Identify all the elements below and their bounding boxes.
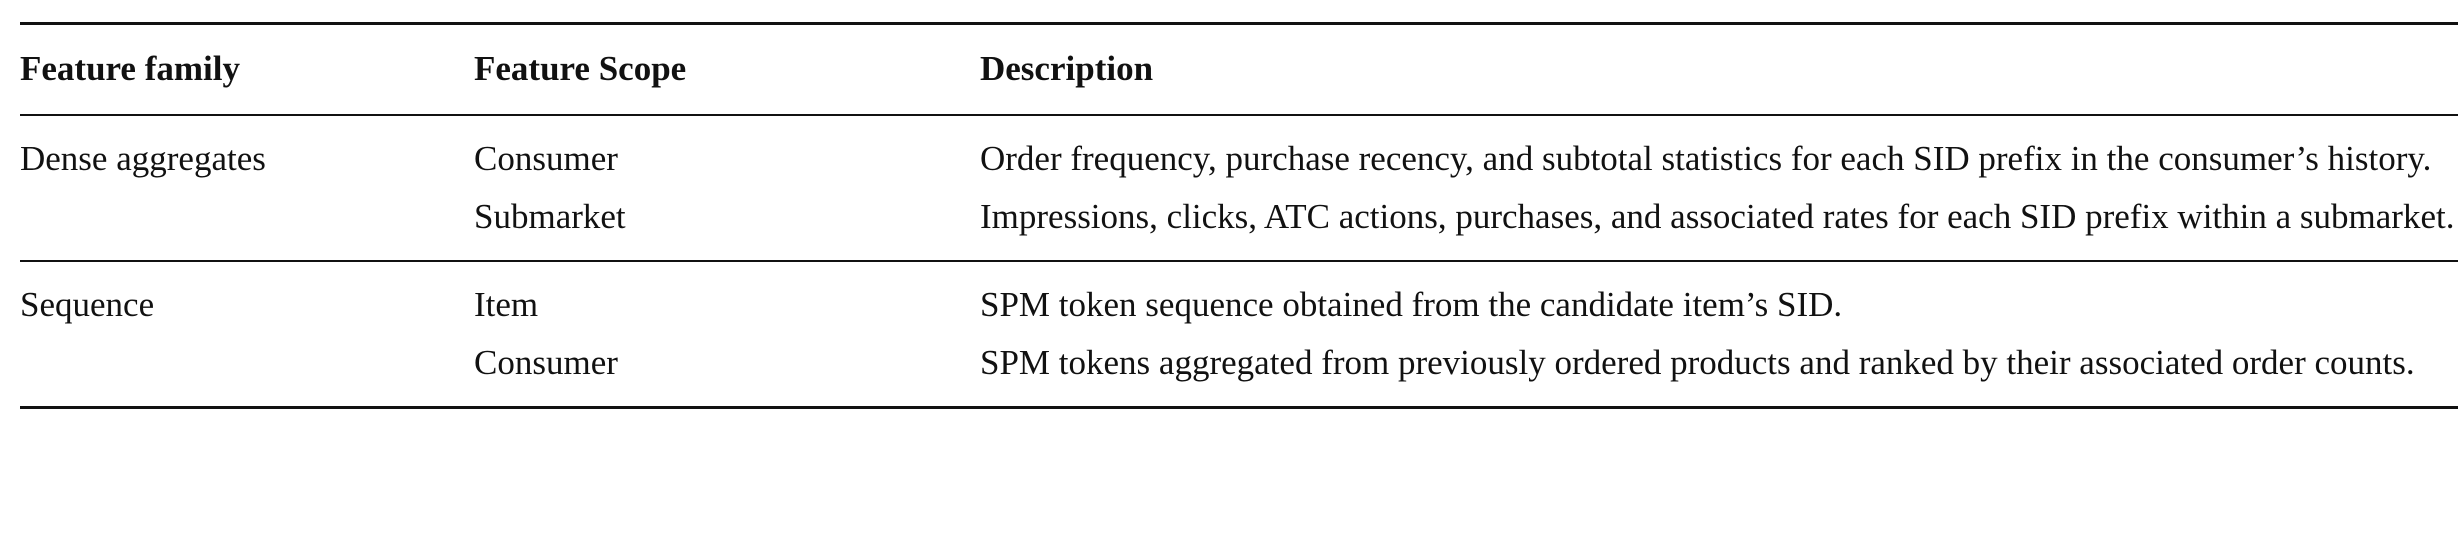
description-cell: Order frequency, purchase recency, and s… [980,139,2432,178]
header-row: Feature family Feature Scope Description [20,23,2458,115]
header-feature-family: Feature family [20,49,240,88]
header-description: Description [980,49,1154,88]
group-dense-aggregates: Dense aggregates Consumer Order frequenc… [20,115,2458,261]
feature-table: Feature family Feature Scope Description… [20,22,2458,409]
header-feature-scope: Feature Scope [474,49,687,88]
table-row: Consumer SPM tokens aggregated from prev… [20,330,2458,408]
table-header: Feature family Feature Scope Description [20,23,2458,115]
group-sequence: Sequence Item SPM token sequence obtaine… [20,261,2458,408]
scope-cell: Item [474,285,539,324]
table-row: Dense aggregates Consumer Order frequenc… [20,115,2458,184]
family-cell: Dense aggregates [20,139,266,178]
table-row: Submarket Impressions, clicks, ATC actio… [20,184,2458,261]
table-row: Sequence Item SPM token sequence obtaine… [20,261,2458,330]
description-cell: SPM tokens aggregated from previously or… [980,343,2415,382]
description-cell: Impressions, clicks, ATC actions, purcha… [980,197,2455,236]
scope-cell: Consumer [474,139,618,178]
scope-cell: Submarket [474,197,626,236]
family-cell: Sequence [20,285,155,324]
description-cell: SPM token sequence obtained from the can… [980,285,1843,324]
scope-cell: Consumer [474,343,618,382]
